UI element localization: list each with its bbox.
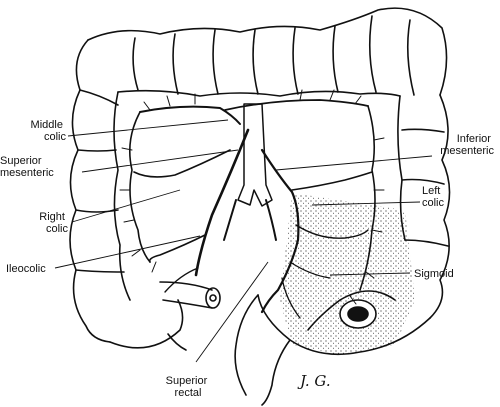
leader-inferior-mesenteric [275, 155, 433, 171]
leader-ileocolic [54, 235, 201, 269]
leader-superior-rectal [195, 261, 269, 363]
leader-right-colic [71, 189, 181, 223]
label-sigmoid: Sigmoid [414, 268, 454, 280]
leader-middle-colic [67, 119, 229, 137]
label-superior-rectal: Superior rectal [166, 375, 211, 399]
leader-sigmoid [329, 272, 411, 276]
label-inferior-mesenteric: Inferior mesenteric [440, 133, 494, 157]
artist-signature: J. G. [297, 372, 331, 390]
labels: Middle colic Superior mesenteric Right c… [0, 119, 495, 399]
label-right-colic: Right colic [39, 211, 68, 235]
label-middle-colic: Middle colic [31, 119, 67, 143]
leader-superior-mesenteric [81, 149, 239, 173]
colon-outline [69, 7, 451, 406]
label-left-colic: Left colic [422, 185, 445, 209]
label-superior-mesenteric: Superior mesenteric [0, 155, 54, 179]
arteries [119, 89, 385, 319]
label-ileocolic: Ileocolic [6, 263, 46, 275]
leader-left-colic [311, 201, 421, 206]
shaded-territory [280, 193, 415, 355]
leader-lines [54, 119, 433, 363]
